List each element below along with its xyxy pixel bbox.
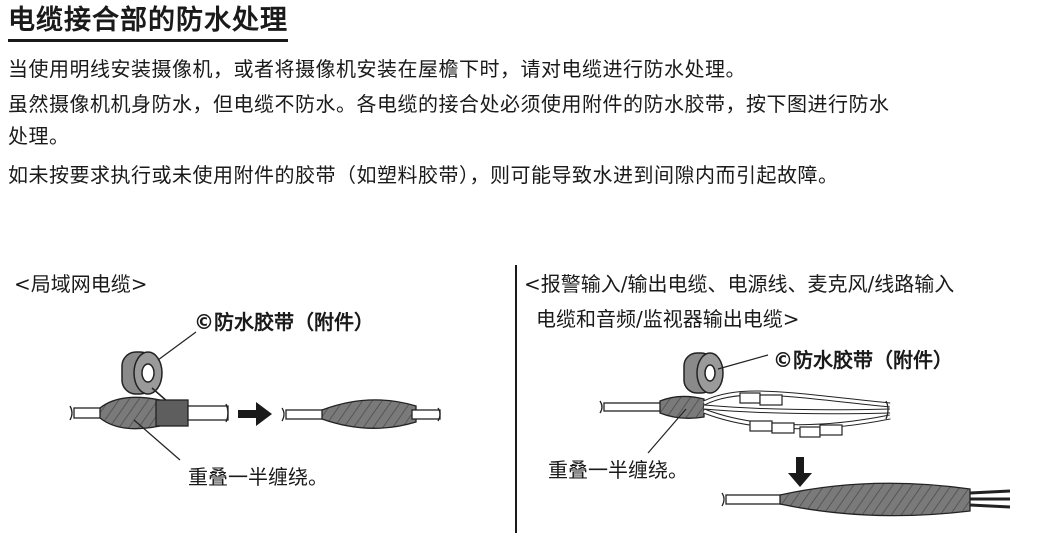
left-figure-caption: <局域网电缆> [14, 272, 148, 296]
left-wrap-label: 重叠一半缠绕。 [188, 465, 328, 489]
figure-divider [515, 265, 517, 533]
signal-cable-illustration [599, 352, 1011, 517]
section-title: 电缆接合部的防水处理 [8, 4, 288, 42]
down-arrow-icon [788, 457, 812, 487]
right-arrow-icon [238, 402, 272, 426]
right-figure-caption-line2: 电缆和音频/监视器输出电缆> [536, 307, 800, 331]
left-tape-label: ©防水胶带（附件） [194, 310, 374, 334]
right-figure-caption-line1: <报警输入/输出电缆、电源线、麦克风/线路输入 [524, 272, 955, 296]
tape-roll-icon [683, 352, 724, 394]
tape-roll-icon [121, 351, 169, 403]
paragraph-2: 虽然摄像机机身防水，但电缆不防水。各电缆的接合处必须使用附件的防水胶带，按下图进… [8, 92, 890, 116]
paragraph-1: 当使用明线安装摄像机，或者将摄像机安装在屋檐下时，请对电缆进行防水处理。 [8, 57, 746, 81]
lan-cable-illustration [69, 331, 441, 461]
right-wrap-label: 重叠一半缠绕。 [548, 458, 688, 482]
right-tape-label: ©防水胶带（附件） [773, 348, 953, 372]
paragraph-3: 处理。 [8, 124, 70, 148]
paragraph-4: 如未按要求执行或未使用附件的胶带（如塑料胶带），则可能导致水进到间隙内而引起故障… [8, 163, 839, 187]
